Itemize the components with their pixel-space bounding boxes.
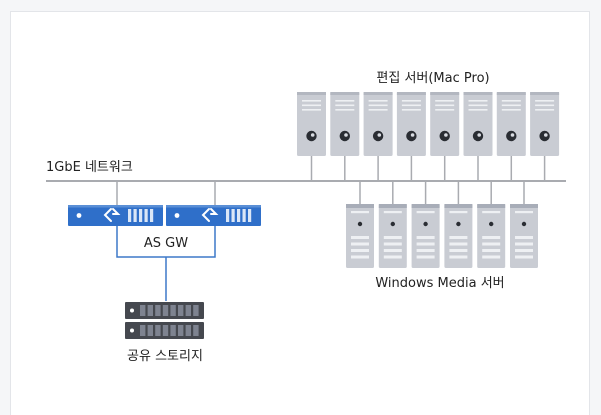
gateway-label: AS GW — [144, 236, 188, 251]
gateway-icon — [166, 205, 261, 226]
gateway-icon — [68, 205, 163, 226]
windows-server-icon — [346, 204, 374, 268]
device-icons — [68, 92, 560, 339]
mac-server-icon — [330, 92, 360, 156]
mac-server-icon — [396, 92, 426, 156]
windows-server-icon — [411, 204, 440, 268]
storage-icon — [125, 322, 204, 339]
windows-server-icon — [477, 204, 506, 268]
connection-lines — [46, 156, 566, 301]
mac-server-label: 편집 서버(Mac Pro) — [376, 71, 489, 86]
windows-server-label: Windows Media 서버 — [375, 276, 504, 291]
mac-server-icon — [530, 92, 560, 156]
windows-server-icon — [510, 204, 538, 268]
mac-server-icon — [463, 92, 493, 156]
mac-server-icon — [496, 92, 526, 156]
mac-server-icon — [430, 92, 460, 156]
mac-server-icon — [297, 92, 326, 156]
mac-server-icon — [363, 92, 393, 156]
storage-label: 공유 스토리지 — [127, 349, 203, 364]
windows-server-icon — [378, 204, 407, 268]
windows-server-icon — [444, 204, 473, 268]
storage-icon — [125, 302, 204, 319]
network-label: 1GbE 네트워크 — [46, 160, 133, 175]
